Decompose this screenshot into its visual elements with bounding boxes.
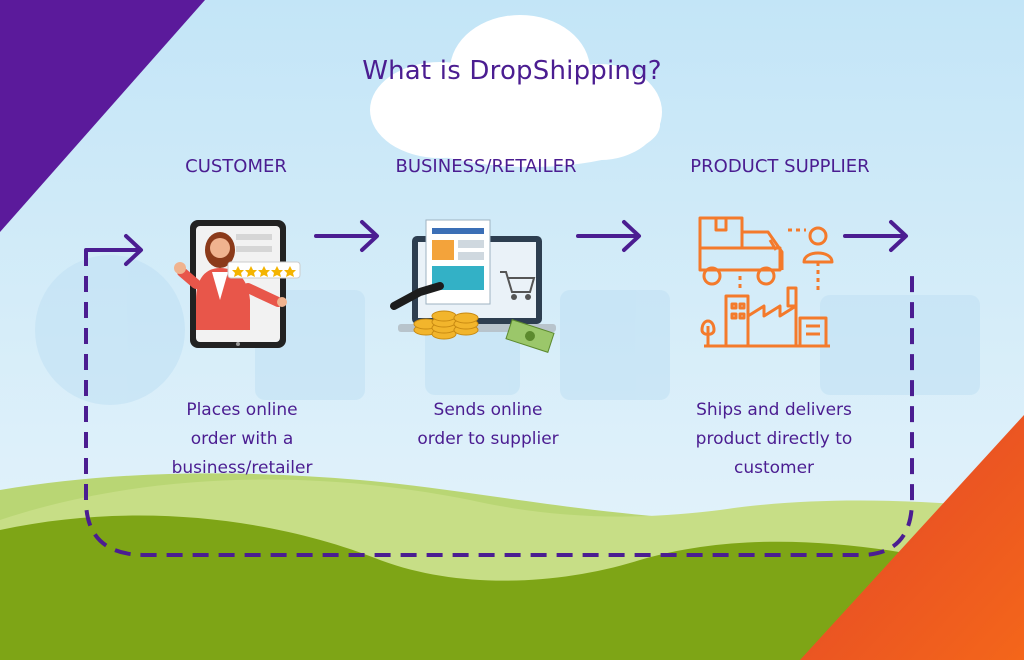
step-description-customer: Places online order with a business/reta…: [122, 396, 362, 483]
arrow-retailer-to-supplier: [576, 220, 641, 252]
cloud: [370, 15, 662, 167]
step-heading-customer: CUSTOMER: [185, 156, 287, 177]
description-line: order with a: [190, 429, 294, 449]
description-line: Places online: [186, 400, 298, 420]
step-description-supplier: Ships and delivers product directly to c…: [654, 396, 894, 483]
step-heading-retailer: BUSINESS/RETAILER: [395, 156, 577, 177]
arrow-supplier-out: [843, 220, 908, 252]
description-line: Sends online: [433, 400, 543, 420]
delivery-truck-factory-icon: [698, 216, 834, 348]
step-description-retailer: Sends online order to supplier: [368, 396, 608, 454]
description-line: order to supplier: [417, 429, 559, 449]
step-heading-supplier: PRODUCT SUPPLIER: [690, 156, 870, 177]
description-line: product directly to: [695, 429, 853, 449]
return-loop-dashed-path: [84, 250, 914, 557]
customer-on-phone-icon: [174, 220, 301, 348]
arrow-into-customer: [84, 234, 143, 266]
purple-corner: [0, 0, 205, 232]
description-line: customer: [733, 458, 815, 478]
page-title: What is DropShipping?: [362, 56, 662, 86]
description-line: business/retailer: [171, 458, 313, 478]
laptop-shop-icon: [390, 219, 556, 353]
hill-dark: [0, 515, 1024, 660]
orange-corner: [800, 415, 1024, 660]
arrow-customer-to-retailer: [314, 220, 379, 252]
description-line: Ships and delivers: [696, 400, 852, 420]
